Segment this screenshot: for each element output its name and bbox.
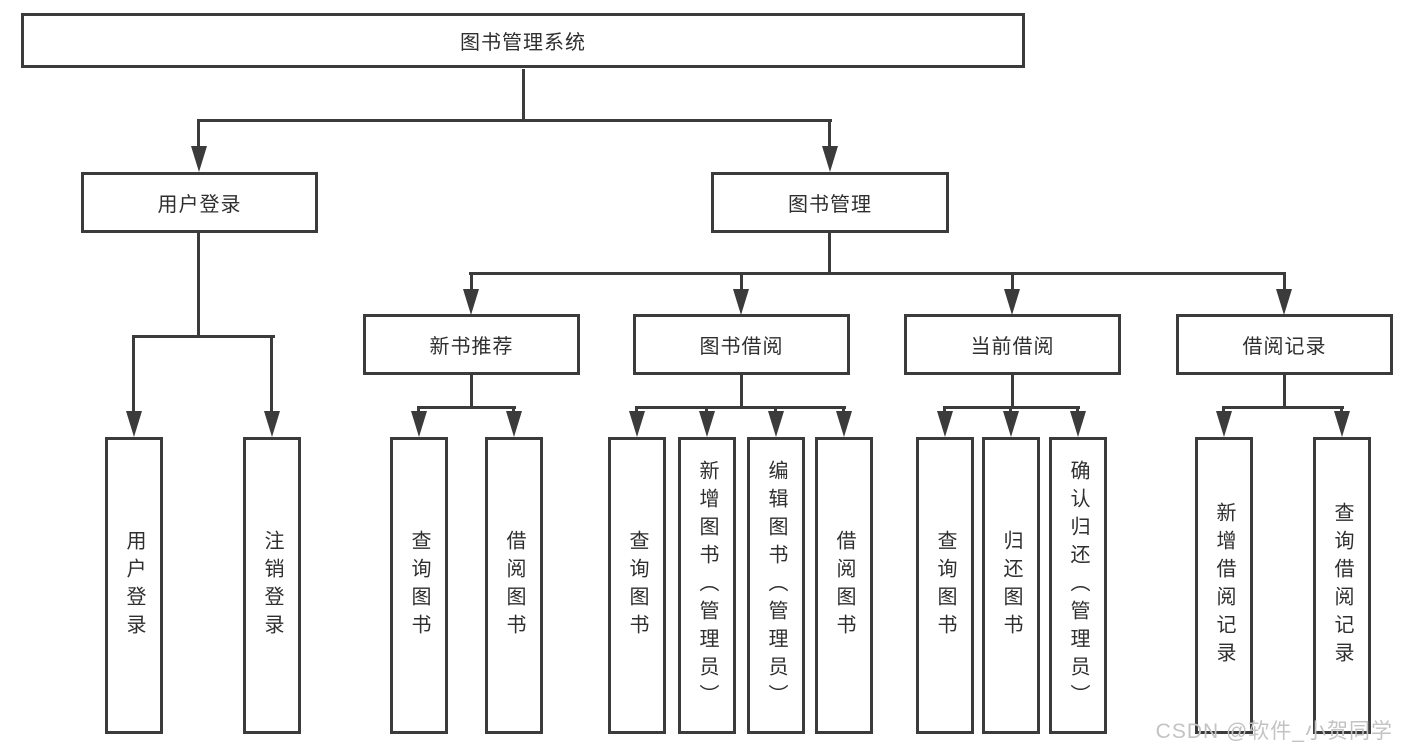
connector-arrow-line (1222, 406, 1225, 413)
node-borrow-books-action-label: 借阅图书 (833, 529, 855, 642)
arrowhead-icon (1070, 411, 1086, 437)
connector-arrow-line (740, 272, 743, 291)
connector-arrow-line (828, 120, 831, 148)
node-query-books-borrow: 查询图书 (608, 437, 666, 734)
arrowhead-icon (836, 411, 852, 437)
node-add-book-admin-label: 新增图书（管理员） (696, 459, 718, 712)
connector-arrow-line (417, 406, 420, 413)
node-book-borrow-label: 图书借阅 (699, 336, 784, 358)
arrowhead-icon (506, 411, 522, 437)
node-borrow-books-recommend-label: 借阅图书 (503, 529, 525, 642)
connector-arrow-line (132, 335, 135, 413)
arrowhead-icon (126, 411, 142, 437)
arrowhead-icon (629, 411, 645, 437)
connector-root-stem (522, 69, 525, 122)
node-borrow-records: 借阅记录 (1176, 314, 1393, 375)
connector-borrow-stem (740, 375, 743, 409)
node-confirm-return-admin-label: 确认归还（管理员） (1067, 459, 1089, 712)
node-edit-book-admin-label: 编辑图书（管理员） (765, 459, 787, 712)
node-query-books-borrow-label: 查询图书 (626, 529, 648, 642)
arrowhead-icon (733, 289, 749, 315)
arrowhead-icon (699, 411, 715, 437)
node-root: 图书管理系统 (21, 13, 1025, 68)
connector-root-bar (197, 119, 832, 122)
connector-current-stem (1011, 375, 1014, 409)
connector-arrow-line (1011, 272, 1014, 291)
node-edit-book-admin: 编辑图书（管理员） (747, 437, 805, 734)
connector-records-stem (1283, 375, 1286, 409)
node-borrow-records-label: 借阅记录 (1242, 336, 1327, 358)
connector-borrow-bar (635, 406, 846, 409)
node-new-book-recommend-label: 新书推荐 (429, 336, 514, 358)
arrowhead-icon (1004, 289, 1020, 315)
node-book-management-label: 图书管理 (788, 194, 872, 216)
connector-book-management-bar (469, 272, 1286, 275)
node-borrow-books-action: 借阅图书 (815, 437, 873, 734)
node-return-book-label: 归还图书 (1000, 529, 1022, 642)
connector-arrow-line (842, 406, 845, 413)
arrowhead-icon (463, 289, 479, 315)
watermark-text: CSDN @软件_小贺同学 (1155, 720, 1393, 743)
arrowhead-icon (264, 411, 280, 437)
node-book-borrow: 图书借阅 (633, 314, 850, 375)
node-current-borrow: 当前借阅 (904, 314, 1121, 375)
connector-arrow-line (512, 406, 515, 413)
node-logout-label: 注销登录 (261, 529, 283, 642)
connector-user-login-bar (132, 335, 275, 338)
node-query-borrow-record: 查询借阅记录 (1313, 437, 1371, 734)
connector-arrow-line (197, 120, 200, 148)
node-user-login-label: 用户登录 (157, 194, 242, 216)
connector-arrow-line (705, 406, 708, 413)
arrowhead-icon (1276, 289, 1292, 315)
node-user-login-action-label: 用户登录 (123, 529, 145, 642)
node-add-borrow-record-label: 新增借阅记录 (1213, 501, 1235, 670)
node-user-login-action: 用户登录 (105, 437, 163, 734)
node-root-label: 图书管理系统 (460, 32, 586, 54)
connector-arrow-line (943, 406, 946, 413)
node-return-book: 归还图书 (982, 437, 1040, 734)
arrowhead-icon (1216, 411, 1232, 437)
connector-arrow-line (635, 406, 638, 413)
connector-arrow-line (1076, 406, 1079, 413)
arrowhead-icon (191, 146, 207, 172)
arrowhead-icon (411, 411, 427, 437)
node-query-books-current-label: 查询图书 (934, 529, 956, 642)
arrowhead-icon (822, 146, 838, 172)
connector-arrow-line (1009, 406, 1012, 413)
node-add-borrow-record: 新增借阅记录 (1195, 437, 1253, 734)
arrowhead-icon (937, 411, 953, 437)
node-add-book-admin: 新增图书（管理员） (678, 437, 736, 734)
node-current-borrow-label: 当前借阅 (970, 336, 1055, 358)
arrowhead-icon (1003, 411, 1019, 437)
node-user-login: 用户登录 (81, 172, 318, 233)
node-borrow-books-recommend: 借阅图书 (485, 437, 543, 734)
connector-arrow-line (1283, 272, 1286, 291)
connector-arrow-line (774, 406, 777, 413)
node-query-books-current: 查询图书 (916, 437, 974, 734)
connector-recommend-stem (470, 375, 473, 409)
connector-user-login-stem (197, 233, 200, 338)
node-query-books-recommend: 查询图书 (390, 437, 448, 734)
connector-arrow-line (470, 272, 473, 291)
node-book-management: 图书管理 (711, 172, 949, 233)
connector-arrow-line (1340, 406, 1343, 413)
connector-arrow-line (270, 335, 273, 413)
connector-recommend-bar (417, 406, 516, 409)
node-logout: 注销登录 (243, 437, 301, 734)
node-query-books-recommend-label: 查询图书 (408, 529, 430, 642)
connector-book-management-stem (828, 233, 831, 275)
arrowhead-icon (768, 411, 784, 437)
arrowhead-icon (1334, 411, 1350, 437)
node-confirm-return-admin: 确认归还（管理员） (1049, 437, 1107, 734)
node-new-book-recommend: 新书推荐 (363, 314, 580, 375)
node-query-borrow-record-label: 查询借阅记录 (1331, 501, 1353, 670)
connector-records-bar (1222, 406, 1344, 409)
